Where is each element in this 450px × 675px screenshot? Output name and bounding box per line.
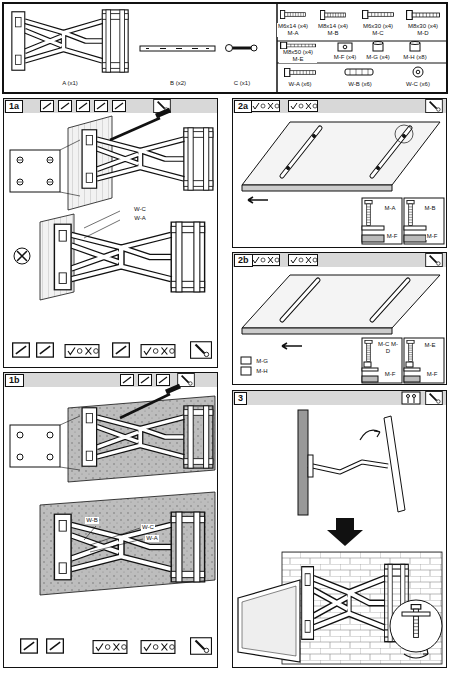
callout-label: W-A — [133, 215, 147, 222]
step-panel: 3 — [232, 390, 447, 668]
callout-label: W-C — [141, 524, 155, 531]
part-label: B (x2) — [169, 80, 187, 87]
step-number: 1b — [5, 374, 24, 387]
part-label: M-F (x4) — [333, 54, 358, 61]
callout-label: M-H — [255, 368, 268, 375]
mount-part-a — [12, 10, 128, 72]
step-panel: 1a — [3, 98, 218, 368]
part-label: W-B (x6) — [347, 81, 373, 88]
callout-label: W-C — [133, 206, 147, 213]
step-number: 2b — [234, 254, 253, 267]
callout-label: W-B — [85, 517, 99, 524]
part-label: M-G (x4) — [365, 54, 391, 61]
wrench-part-c — [230, 47, 252, 50]
part-label: M-H (x8) — [402, 54, 427, 61]
part-label: A (x1) — [61, 80, 79, 87]
part-label: M8x30 (x4) M-D — [407, 23, 439, 37]
part-label: M8x50 (x4) M-E — [279, 49, 317, 63]
callout-label: M-F — [426, 233, 439, 240]
callout-label: M-B — [424, 205, 437, 212]
step-number: 2a — [234, 100, 252, 113]
rail-part-b — [140, 46, 215, 51]
step-panel: 1b — [3, 372, 218, 668]
callout-label: M-G — [255, 358, 269, 365]
callout-label: M-A — [384, 205, 397, 212]
part-label: M8x14 (x4) M-B — [317, 23, 349, 37]
callout-label: M-F — [384, 371, 397, 378]
part-label: W-C (x6) — [405, 81, 431, 88]
part-label: W-A (x6) — [287, 81, 312, 88]
callout-label: M-F — [386, 233, 399, 240]
part-label: M6x30 (x4) M-C — [362, 23, 394, 37]
step-panel: 2a — [232, 98, 447, 248]
callout-label: M-F — [426, 371, 439, 378]
panel-3-art — [233, 391, 446, 664]
callout-label: M-C M-D — [376, 341, 400, 355]
step-number: 3 — [234, 392, 247, 405]
callout-label: W-A — [145, 535, 159, 542]
panel-1b-art — [4, 373, 217, 654]
panel-1a-art — [4, 99, 217, 358]
part-label: M6x14 (x4) M-A — [277, 23, 309, 37]
part-label: C (x1) — [233, 80, 251, 87]
step-number: 1a — [5, 100, 23, 113]
panel-2a-art — [233, 99, 446, 244]
parts-header — [3, 3, 447, 93]
panel-2b-art — [233, 253, 446, 383]
step-panel: 2b — [232, 252, 447, 385]
callout-label: M-E — [424, 342, 437, 349]
